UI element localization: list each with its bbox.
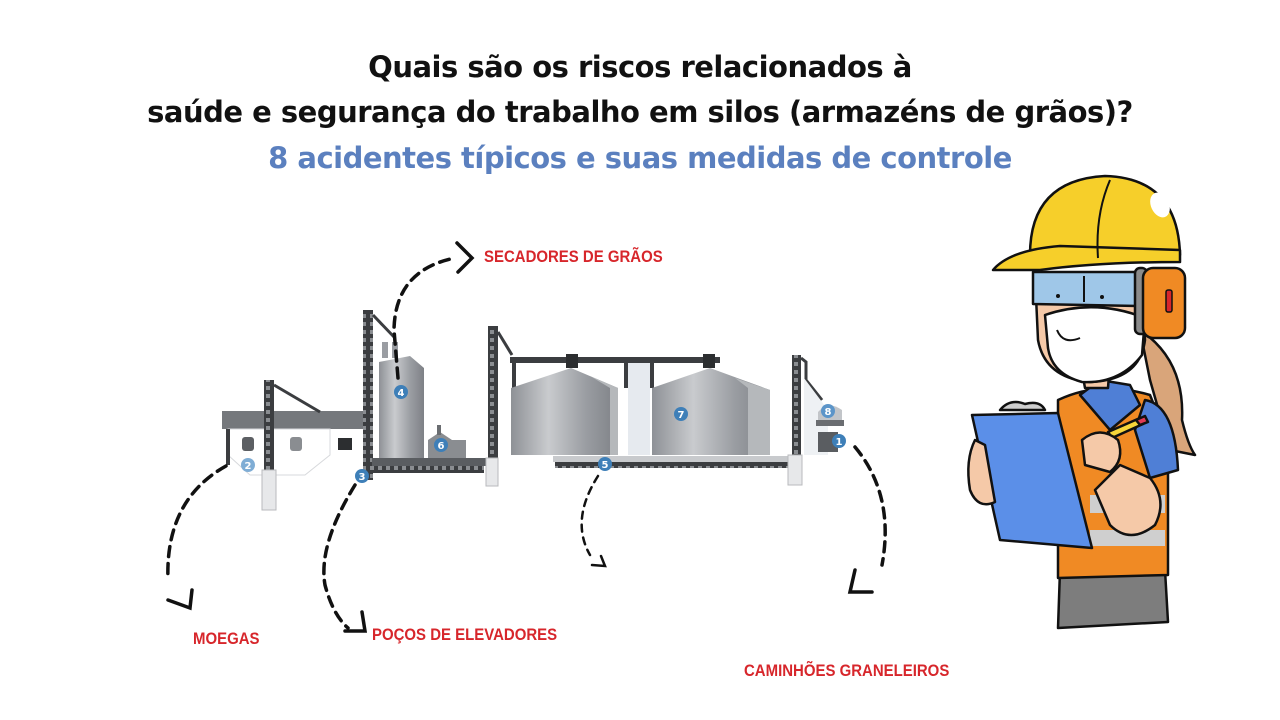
label-moegas: MOEGAS: [193, 629, 260, 648]
label-pocos-de-elevadores: POÇOS DE ELEVADORES: [372, 625, 558, 644]
svg-text:4: 4: [398, 388, 405, 399]
dryer-elevator: [363, 310, 514, 487]
hard-hat: [1028, 174, 1182, 257]
svg-text:3: 3: [359, 472, 366, 483]
title-line-1: Quais são os riscos relacionados à: [368, 50, 912, 84]
marker-5: 5: [598, 457, 612, 471]
clipboard-clip: [998, 400, 1047, 412]
arrow-moegas: [166, 464, 228, 582]
label-secadores-de-graos: SECADORES DE GRÃOS: [484, 247, 663, 266]
label-caminhoes-graneleiros: CAMINHÕES GRANELEIROS: [744, 661, 950, 680]
hard-hat-brim: [991, 244, 1182, 272]
vest-stripe-2: [1090, 530, 1165, 546]
svg-text:6: 6: [438, 441, 445, 452]
title-line-2: saúde e segurança do trabalho em silos (…: [147, 95, 1133, 129]
svg-text:1: 1: [836, 437, 843, 448]
arrow-5: [580, 474, 600, 557]
subtitle: 8 acidentes típicos e suas medidas de co…: [268, 141, 1012, 175]
marker-8: 8: [821, 404, 835, 418]
marker-1: 1: [832, 434, 846, 448]
arrow-5-head: [590, 554, 607, 568]
svg-text:2: 2: [245, 461, 252, 472]
marker-4: 4: [394, 385, 408, 399]
ear-muff: [1141, 266, 1187, 340]
arrow-secadores-head: [455, 241, 475, 274]
marker-2: 2: [241, 458, 255, 472]
storage-silos: [510, 354, 793, 468]
hair: [1138, 328, 1197, 457]
svg-text:7: 7: [678, 410, 685, 421]
arrow-secadores: [392, 256, 457, 380]
arrow-caminhoes: [853, 445, 887, 567]
truck-intake: [787, 355, 844, 486]
marker-7: 7: [674, 407, 688, 421]
arrow-moegas-head: [166, 588, 194, 611]
arrow-pocos: [322, 483, 357, 630]
face-mask: [1043, 305, 1147, 384]
marker-3: 3: [355, 469, 369, 483]
svg-text:5: 5: [602, 460, 609, 471]
arrow-pocos-head: [343, 610, 368, 633]
goggles: [1031, 270, 1142, 308]
arrow-caminhoes-head: [847, 568, 874, 594]
marker-6: 6: [434, 438, 448, 452]
svg-text:8: 8: [825, 407, 832, 418]
